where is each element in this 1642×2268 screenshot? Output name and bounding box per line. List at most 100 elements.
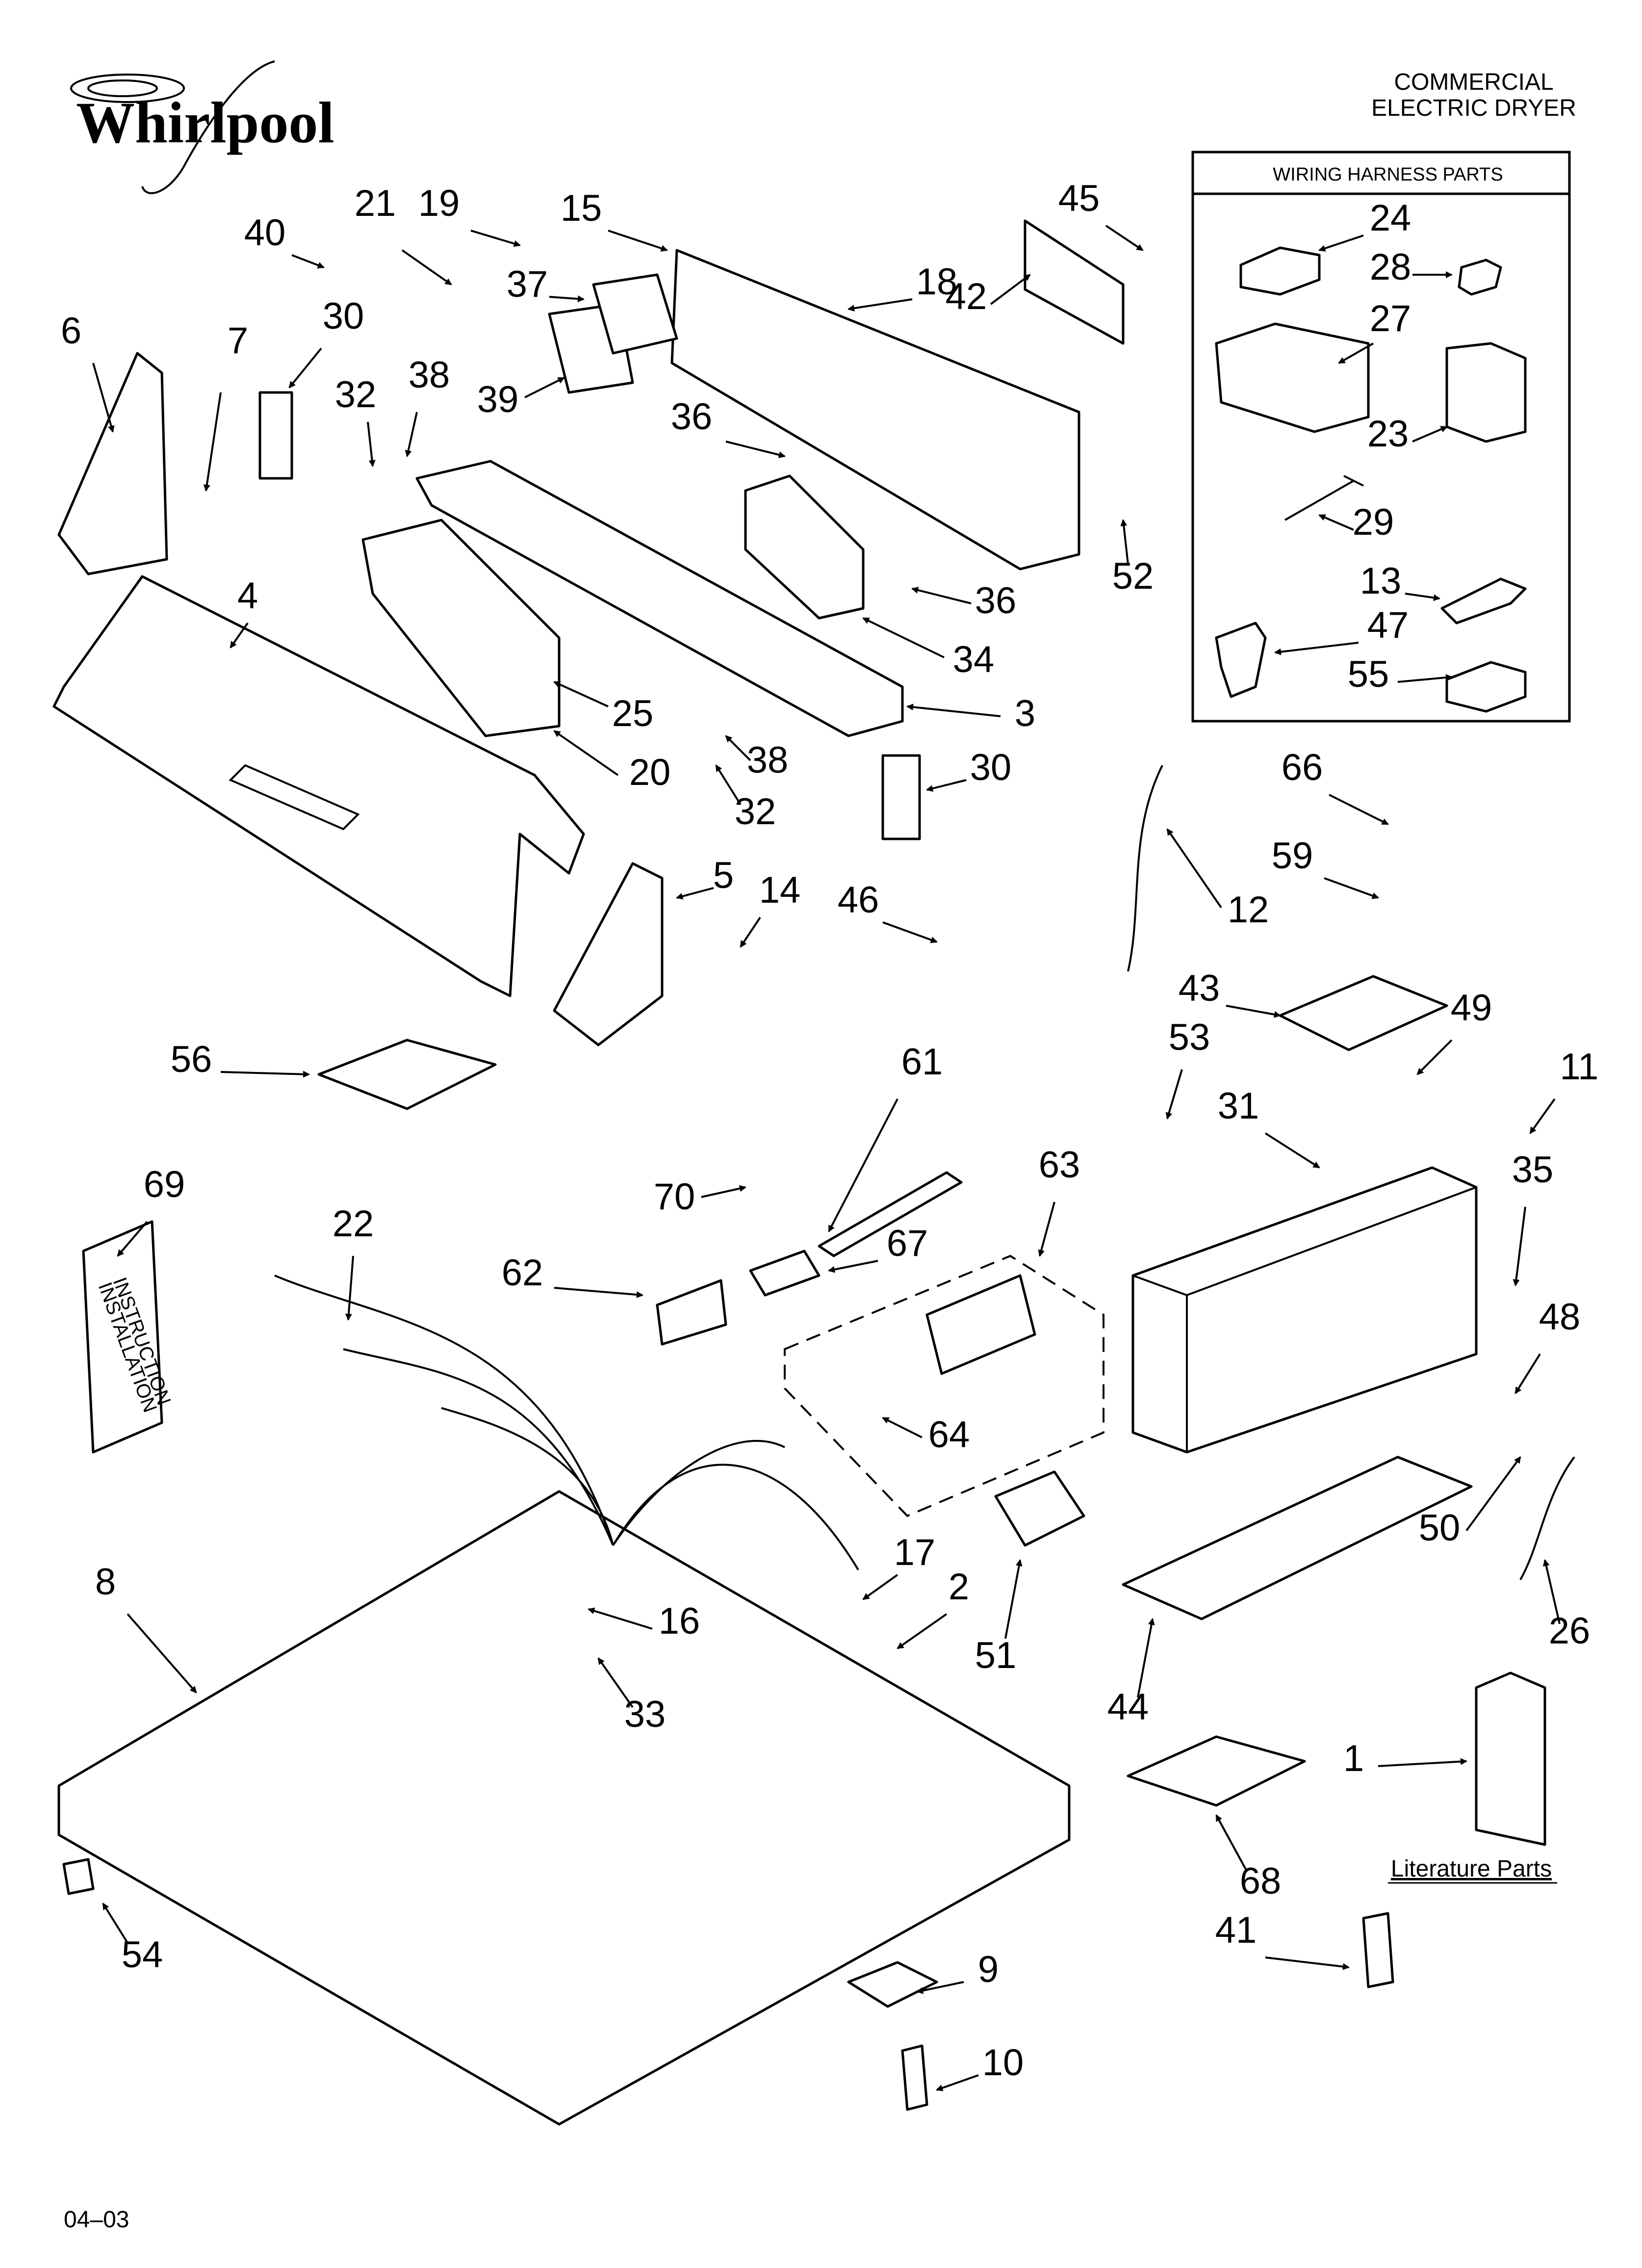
- callout-25: 25: [612, 693, 654, 734]
- callout-30: 30: [323, 295, 364, 337]
- strip-part-61: [818, 1171, 963, 1257]
- callout-18: 18: [916, 261, 958, 303]
- pad-part-56: [317, 1039, 497, 1110]
- endcap-part-6: [57, 352, 168, 575]
- rail-part-3: [415, 460, 904, 737]
- callout-arrow-16: [588, 1607, 653, 1630]
- callout-arrow-49: [1416, 1039, 1453, 1075]
- label-part-30-mid: [881, 754, 921, 840]
- callout-arrow-42: [990, 274, 1031, 305]
- callout-arrow-25: [553, 681, 609, 707]
- callout-9: 9: [978, 1949, 999, 1990]
- callout-arrow-14: [740, 916, 761, 948]
- callout-arrow-44: [1137, 1618, 1155, 1698]
- top-part-8: [57, 1490, 1071, 2126]
- callout-2: 2: [949, 1566, 969, 1608]
- callout-15: 15: [561, 187, 602, 229]
- callout-arrow-4: [230, 622, 249, 649]
- callout-41: 41: [1215, 1909, 1257, 1951]
- callout-14: 14: [759, 869, 801, 911]
- cup-part-51: [994, 1470, 1085, 1547]
- terminal-block-front: [1132, 1186, 1477, 1452]
- callout-38: 38: [747, 739, 789, 781]
- callout-23: 23: [1367, 413, 1409, 455]
- callout-arrow-11: [1529, 1098, 1556, 1134]
- callout-39: 39: [477, 379, 519, 420]
- callout-arrow-30: [926, 779, 967, 792]
- callout-66: 66: [1282, 747, 1323, 788]
- callout-arrow-15: [608, 230, 668, 252]
- callout-arrow-31: [1264, 1132, 1320, 1169]
- callout-59: 59: [1272, 835, 1313, 877]
- board-part-37: [592, 273, 678, 355]
- harness-part-22: [274, 1275, 859, 1571]
- callout-6: 6: [61, 310, 81, 352]
- callout-arrow-36: [911, 587, 972, 604]
- block-part-67: [749, 1250, 821, 1297]
- solenoid-part-63: [925, 1274, 1036, 1375]
- callout-arrow-45: [1105, 225, 1144, 251]
- callout-arrow-55: [1397, 674, 1453, 683]
- callout-arrow-34: [862, 617, 945, 658]
- connector-55-icon: [1445, 661, 1527, 713]
- callout-arrow-66: [1329, 794, 1389, 825]
- callout-64: 64: [928, 1414, 970, 1456]
- callout-arrow-37: [549, 295, 585, 303]
- wiring-harness-box: WIRING HARNESS PARTS: [1191, 151, 1571, 723]
- literature-booklet-part-1: [1475, 1671, 1546, 1846]
- callout-arrow-18: [847, 298, 913, 312]
- bracket-part-9: [847, 1961, 938, 2008]
- logo-swirl-icon: [70, 74, 185, 103]
- callout-arrow-38: [725, 735, 751, 761]
- logo-swoosh-icon: [141, 60, 275, 194]
- callout-20: 20: [629, 752, 671, 793]
- callout-36: 36: [671, 396, 713, 438]
- callout-arrow-21: [401, 249, 452, 286]
- callout-arrow-67: [828, 1260, 878, 1273]
- pad-part-68: [1127, 1735, 1306, 1807]
- callout-arrow-10: [936, 2074, 979, 2091]
- cover-part-43: [1279, 975, 1448, 1051]
- callout-arrow-24: [1318, 235, 1364, 252]
- callout-54: 54: [122, 1934, 163, 1976]
- callout-arrow-1: [1378, 1758, 1467, 1767]
- callout-3: 3: [1015, 693, 1035, 734]
- callout-arrow-32: [715, 764, 742, 806]
- callout-29: 29: [1353, 501, 1394, 543]
- callout-arrow-53: [1165, 1069, 1183, 1120]
- callout-arrow-20: [553, 730, 619, 776]
- callout-arrow-19: [470, 230, 521, 247]
- callout-31: 31: [1218, 1085, 1259, 1127]
- cover-part-42: [1024, 219, 1125, 345]
- callout-arrow-51: [1004, 1559, 1023, 1639]
- callout-4: 4: [237, 575, 258, 617]
- callout-50: 50: [1419, 1507, 1461, 1549]
- callout-arrow-32: [367, 421, 376, 467]
- callout-arrow-43: [1226, 1005, 1281, 1018]
- control-panel-part-4: [52, 575, 585, 997]
- wire-part-26: [1519, 1456, 1575, 1580]
- callout-40: 40: [244, 212, 286, 254]
- callout-arrow-64: [882, 1417, 923, 1438]
- callout-arrow-26: [1542, 1559, 1561, 1624]
- callout-arrow-47: [1274, 642, 1359, 655]
- callout-arrow-40: [291, 254, 325, 269]
- callout-24: 24: [1370, 197, 1411, 239]
- callout-arrow-48: [1514, 1353, 1541, 1394]
- callout-arrow-12: [1166, 828, 1222, 909]
- dashed-group-63: [784, 1254, 1104, 1517]
- callout-arrow-9: [916, 1981, 964, 1994]
- wiring-box-title: WIRING HARNESS PARTS: [1273, 164, 1503, 185]
- connector-23-icon: [1445, 342, 1527, 443]
- clip-47-icon: [1215, 622, 1267, 698]
- callout-arrow-52: [1120, 519, 1129, 565]
- callout-arrow-22: [345, 1255, 354, 1321]
- logo-text: Whirlpool: [76, 90, 334, 155]
- logo-swirl-inner-icon: [87, 79, 158, 97]
- callout-42: 42: [946, 276, 987, 317]
- top-part-8-edge: [58, 1834, 1070, 2126]
- callout-47: 47: [1367, 604, 1409, 646]
- callout-5: 5: [713, 855, 734, 896]
- callout-36: 36: [975, 580, 1017, 622]
